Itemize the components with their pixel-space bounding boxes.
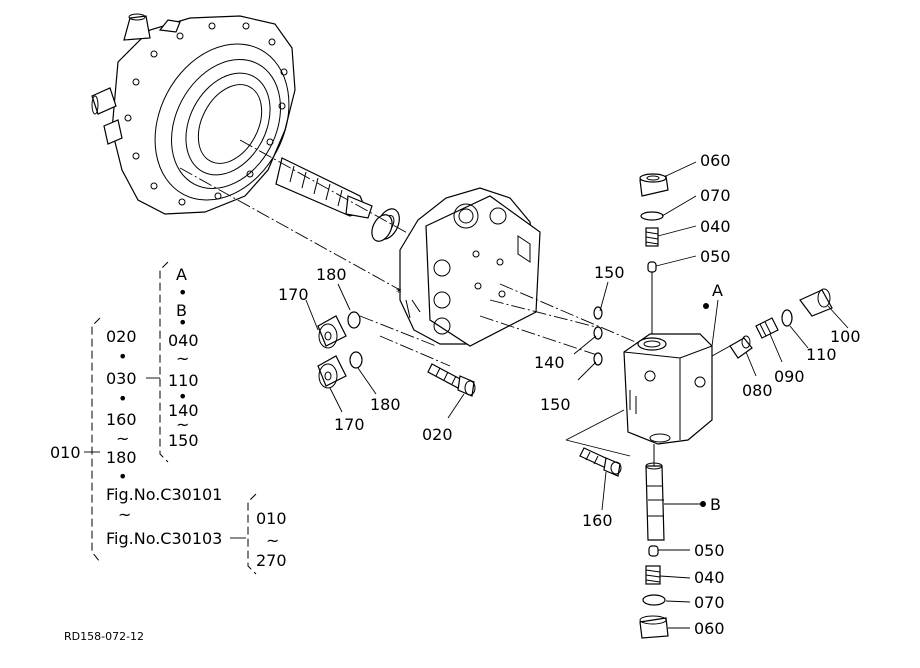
relief-seat-080 — [729, 335, 753, 359]
label-050-bottom: 050 — [694, 541, 725, 560]
label-060-top: 060 — [700, 151, 731, 170]
drive-shaft — [275, 157, 373, 219]
index-col1-7: • — [118, 467, 127, 486]
label-a: A — [712, 281, 723, 300]
index-root: 010 — [50, 443, 81, 462]
index-col2-6: 110 — [168, 371, 199, 390]
label-180-lower: 180 — [370, 395, 401, 414]
drawing-code: RD158-072-12 — [64, 630, 144, 643]
plug-170-upper — [317, 315, 347, 349]
label-160: 160 — [582, 511, 613, 530]
label-070-bottom: 070 — [694, 593, 725, 612]
label-020: 020 — [422, 425, 453, 444]
label-140: 140 — [534, 353, 565, 372]
index-col1-1: • — [118, 347, 127, 366]
plug-170-lower — [317, 355, 347, 389]
index-col1-3: • — [118, 389, 127, 408]
valve-body — [399, 187, 541, 347]
assembly-index: 010 020 • 030 • 160 ~ 180 • Fig.No.C3010… — [50, 261, 287, 575]
b-marker-dot — [700, 501, 706, 507]
relief-valve-cover — [623, 333, 713, 445]
label-180-upper: 180 — [316, 265, 347, 284]
index-col1-5: ~ — [116, 429, 129, 448]
o-ring-180-lower — [349, 351, 363, 369]
top-o-ring-070 — [640, 211, 664, 221]
bottom-spring-040 — [645, 565, 661, 585]
index-col2-2: B — [176, 301, 187, 320]
top-plug-060 — [639, 173, 669, 197]
label-040-bottom: 040 — [694, 568, 725, 587]
label-070-top: 070 — [700, 186, 731, 205]
label-170-lower: 170 — [334, 415, 365, 434]
bottom-plug-060 — [639, 615, 669, 639]
index-col1-4: 160 — [106, 410, 137, 429]
index-col1-10: Fig.No.C30103 — [106, 529, 222, 548]
index-col2-0: A — [176, 265, 187, 284]
bolt-160 — [579, 447, 622, 477]
label-050-top: 050 — [700, 247, 731, 266]
motor-housing — [91, 13, 296, 215]
label-150-upper: 150 — [594, 263, 625, 282]
label-090: 090 — [774, 367, 805, 386]
index-col2-10: 150 — [168, 431, 199, 450]
label-110: 110 — [806, 345, 837, 364]
index-col2-5: ~ — [176, 349, 189, 368]
index-col2-3: • — [178, 313, 187, 332]
bolt-020 — [427, 363, 476, 397]
label-150-lower: 150 — [540, 395, 571, 414]
label-040-top: 040 — [700, 217, 731, 236]
spool-b — [645, 462, 665, 541]
index-col1-0: 020 — [106, 327, 137, 346]
label-080: 080 — [742, 381, 773, 400]
top-poppet-050 — [647, 261, 657, 273]
index-col1-2: 030 — [106, 369, 137, 388]
label-100: 100 — [830, 327, 861, 346]
index-col2-7: • — [178, 387, 187, 406]
index-col2-8: 140 — [168, 401, 199, 420]
asterisk-mark: * — [396, 286, 402, 299]
index-col2-1: • — [178, 283, 187, 302]
o-ring-180-upper — [347, 311, 361, 329]
label-b: B — [710, 495, 721, 514]
index-col1-9: ~ — [118, 505, 131, 524]
index-col3-1: ~ — [266, 531, 279, 550]
index-col2-4: 040 — [168, 331, 199, 350]
bottom-poppet-050 — [648, 545, 659, 557]
plug-100 — [799, 288, 833, 317]
a-marker-dot — [703, 303, 709, 309]
o-ring-110 — [781, 309, 793, 327]
relief-spring-090 — [755, 317, 779, 339]
label-060-bottom: 060 — [694, 619, 725, 638]
top-spring-040 — [645, 227, 659, 247]
index-col1-8: Fig.No.C30101 — [106, 485, 222, 504]
index-col2-9: ~ — [176, 415, 189, 434]
index-col3-2: 270 — [256, 551, 287, 570]
bearing — [371, 208, 400, 242]
index-col1-6: 180 — [106, 448, 137, 467]
bottom-o-ring-070 — [642, 594, 666, 606]
index-col3-0: 010 — [256, 509, 287, 528]
label-170-upper: 170 — [278, 285, 309, 304]
